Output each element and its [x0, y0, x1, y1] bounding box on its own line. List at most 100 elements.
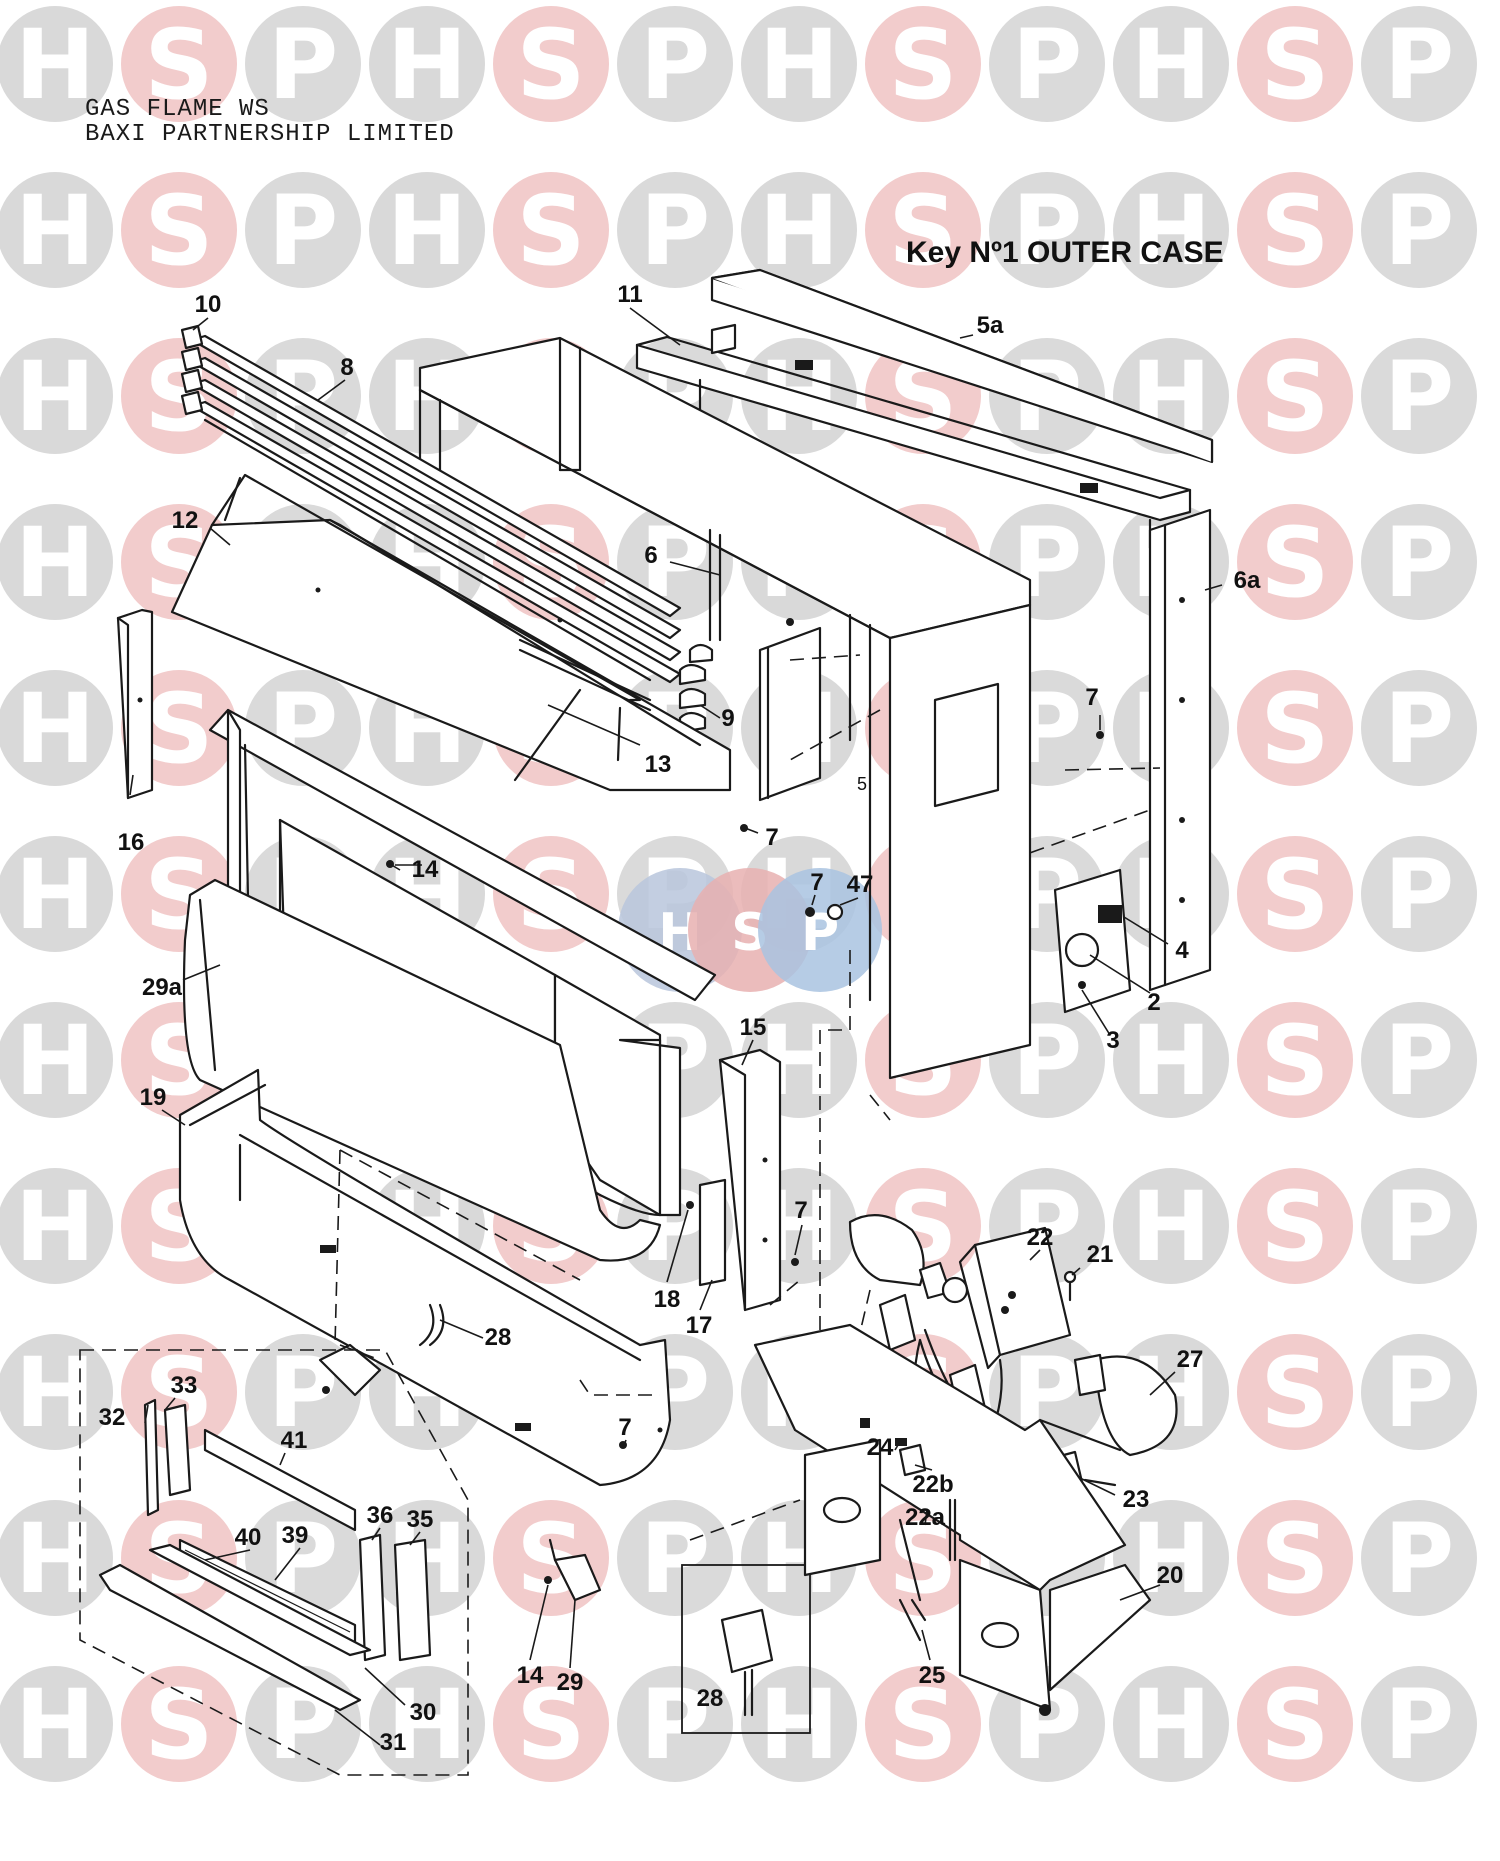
watermark-letter: S — [516, 1669, 585, 1781]
watermark-circle — [369, 6, 485, 122]
watermark-circle — [865, 6, 981, 122]
part-6a-back-panel — [1009, 508, 1212, 992]
watermark-letter: P — [1012, 175, 1082, 287]
watermark-circle — [493, 1666, 609, 1782]
label-9: 9 — [721, 705, 734, 732]
label-22: 22 — [1027, 1224, 1054, 1251]
watermark-circle — [1361, 670, 1477, 786]
watermark-letter: P — [640, 1503, 710, 1615]
watermark-letter: H — [15, 9, 95, 121]
watermark-letter: H — [387, 9, 467, 121]
part-6-main-case — [418, 336, 1032, 1080]
watermark-circle — [1237, 172, 1353, 288]
label-7d: 7 — [794, 1197, 807, 1224]
label-31: 31 — [380, 1729, 407, 1756]
label-6a: 6a — [1234, 567, 1261, 594]
watermark-letter: H — [759, 175, 839, 287]
label-29: 29 — [557, 1669, 584, 1696]
watermark-letter: S — [144, 1669, 213, 1781]
watermark-circle — [1237, 6, 1353, 122]
label-28b: 28 — [697, 1685, 724, 1712]
watermark-circle — [865, 172, 981, 288]
watermark-letter: S — [144, 175, 213, 287]
watermark-letter: S — [1260, 1337, 1329, 1449]
watermark-circle — [0, 6, 113, 122]
label-23: 23 — [1123, 1486, 1150, 1513]
watermark-circle — [1237, 670, 1353, 786]
watermark-letter: H — [15, 1337, 95, 1449]
part-19-lower-trim — [178, 1068, 672, 1487]
watermark-letter: P — [1384, 1503, 1454, 1615]
watermark-letter: H — [387, 175, 467, 287]
watermark-letter: S — [1260, 1669, 1329, 1781]
watermark-circle — [121, 1666, 237, 1782]
watermark-letter: S — [888, 1669, 957, 1781]
watermark-letter: P — [640, 175, 710, 287]
watermark-letter: H — [759, 9, 839, 121]
label-22a: 22a — [905, 1504, 946, 1531]
watermark-letter: P — [640, 1669, 710, 1781]
leader-lines — [129, 307, 1223, 1746]
watermark-letter: P — [1384, 1669, 1454, 1781]
watermark-circle — [1237, 504, 1353, 620]
label-6: 6 — [644, 542, 657, 569]
center-logo-circle — [758, 868, 882, 992]
inset-plug-box — [681, 1564, 811, 1734]
part-13-lower-rods — [513, 638, 652, 782]
watermark-circle — [989, 6, 1105, 122]
watermark-circle — [1237, 1500, 1353, 1616]
watermark-letter: P — [1384, 673, 1454, 785]
label-17: 17 — [686, 1312, 713, 1339]
watermark-letter: P — [1384, 341, 1454, 453]
watermark-letter: P — [1384, 1171, 1454, 1283]
label-7a: 7 — [1085, 684, 1098, 711]
label-5a: 5a — [977, 312, 1004, 339]
watermark-circle — [1237, 338, 1353, 454]
watermark-circle — [1113, 6, 1229, 122]
watermark-letter: P — [268, 9, 338, 121]
watermark-circle — [245, 172, 361, 288]
watermark-circle — [0, 670, 113, 786]
watermark-circle — [1361, 172, 1477, 288]
label-28a: 28 — [485, 1324, 512, 1351]
watermark-letter: S — [516, 9, 585, 121]
part-5-inner-panel: 5 — [758, 626, 881, 802]
label-8: 8 — [340, 354, 353, 381]
label-11: 11 — [617, 281, 642, 308]
label-18: 18 — [654, 1286, 681, 1313]
label-13: 13 — [645, 751, 672, 778]
label-2: 2 — [1147, 989, 1160, 1016]
screws-7-47 — [619, 618, 1104, 1449]
watermark-letter: P — [1384, 1337, 1454, 1449]
watermark-letter: H — [15, 1503, 95, 1615]
part-12-canopy — [170, 473, 732, 792]
watermark-letter: H — [15, 175, 95, 287]
watermark-circle — [0, 504, 113, 620]
watermark-circle — [1237, 836, 1353, 952]
watermark-circle — [1113, 1666, 1229, 1782]
watermark-letter: H — [1131, 9, 1211, 121]
watermark-letter: S — [1260, 9, 1329, 121]
watermark-circle — [0, 1168, 113, 1284]
label-7e: 7 — [618, 1414, 631, 1441]
watermark-circle — [741, 172, 857, 288]
watermark-letter: H — [15, 341, 95, 453]
watermark-circle — [741, 1666, 857, 1782]
watermark-circle — [0, 1334, 113, 1450]
watermark-letter: S — [1260, 507, 1329, 619]
label-24: 24 — [867, 1434, 894, 1461]
watermark-letter: H — [1131, 1669, 1211, 1781]
label-16: 16 — [118, 829, 145, 856]
watermark-circle — [617, 1500, 733, 1616]
watermark-letter: H — [1131, 1171, 1211, 1283]
watermark-circle — [0, 338, 113, 454]
watermark-letter: H — [387, 1669, 467, 1781]
watermark-letter: H — [15, 1005, 95, 1117]
label-4: 4 — [1175, 937, 1189, 964]
part-17-bracket — [686, 1178, 727, 1287]
watermark-circle — [0, 836, 113, 952]
watermark-circle — [0, 1500, 113, 1616]
key-title: Key Nº1 OUTER CASE — [906, 236, 1224, 269]
watermark-letter: P — [1012, 9, 1082, 121]
label-19: 19 — [140, 1084, 167, 1111]
